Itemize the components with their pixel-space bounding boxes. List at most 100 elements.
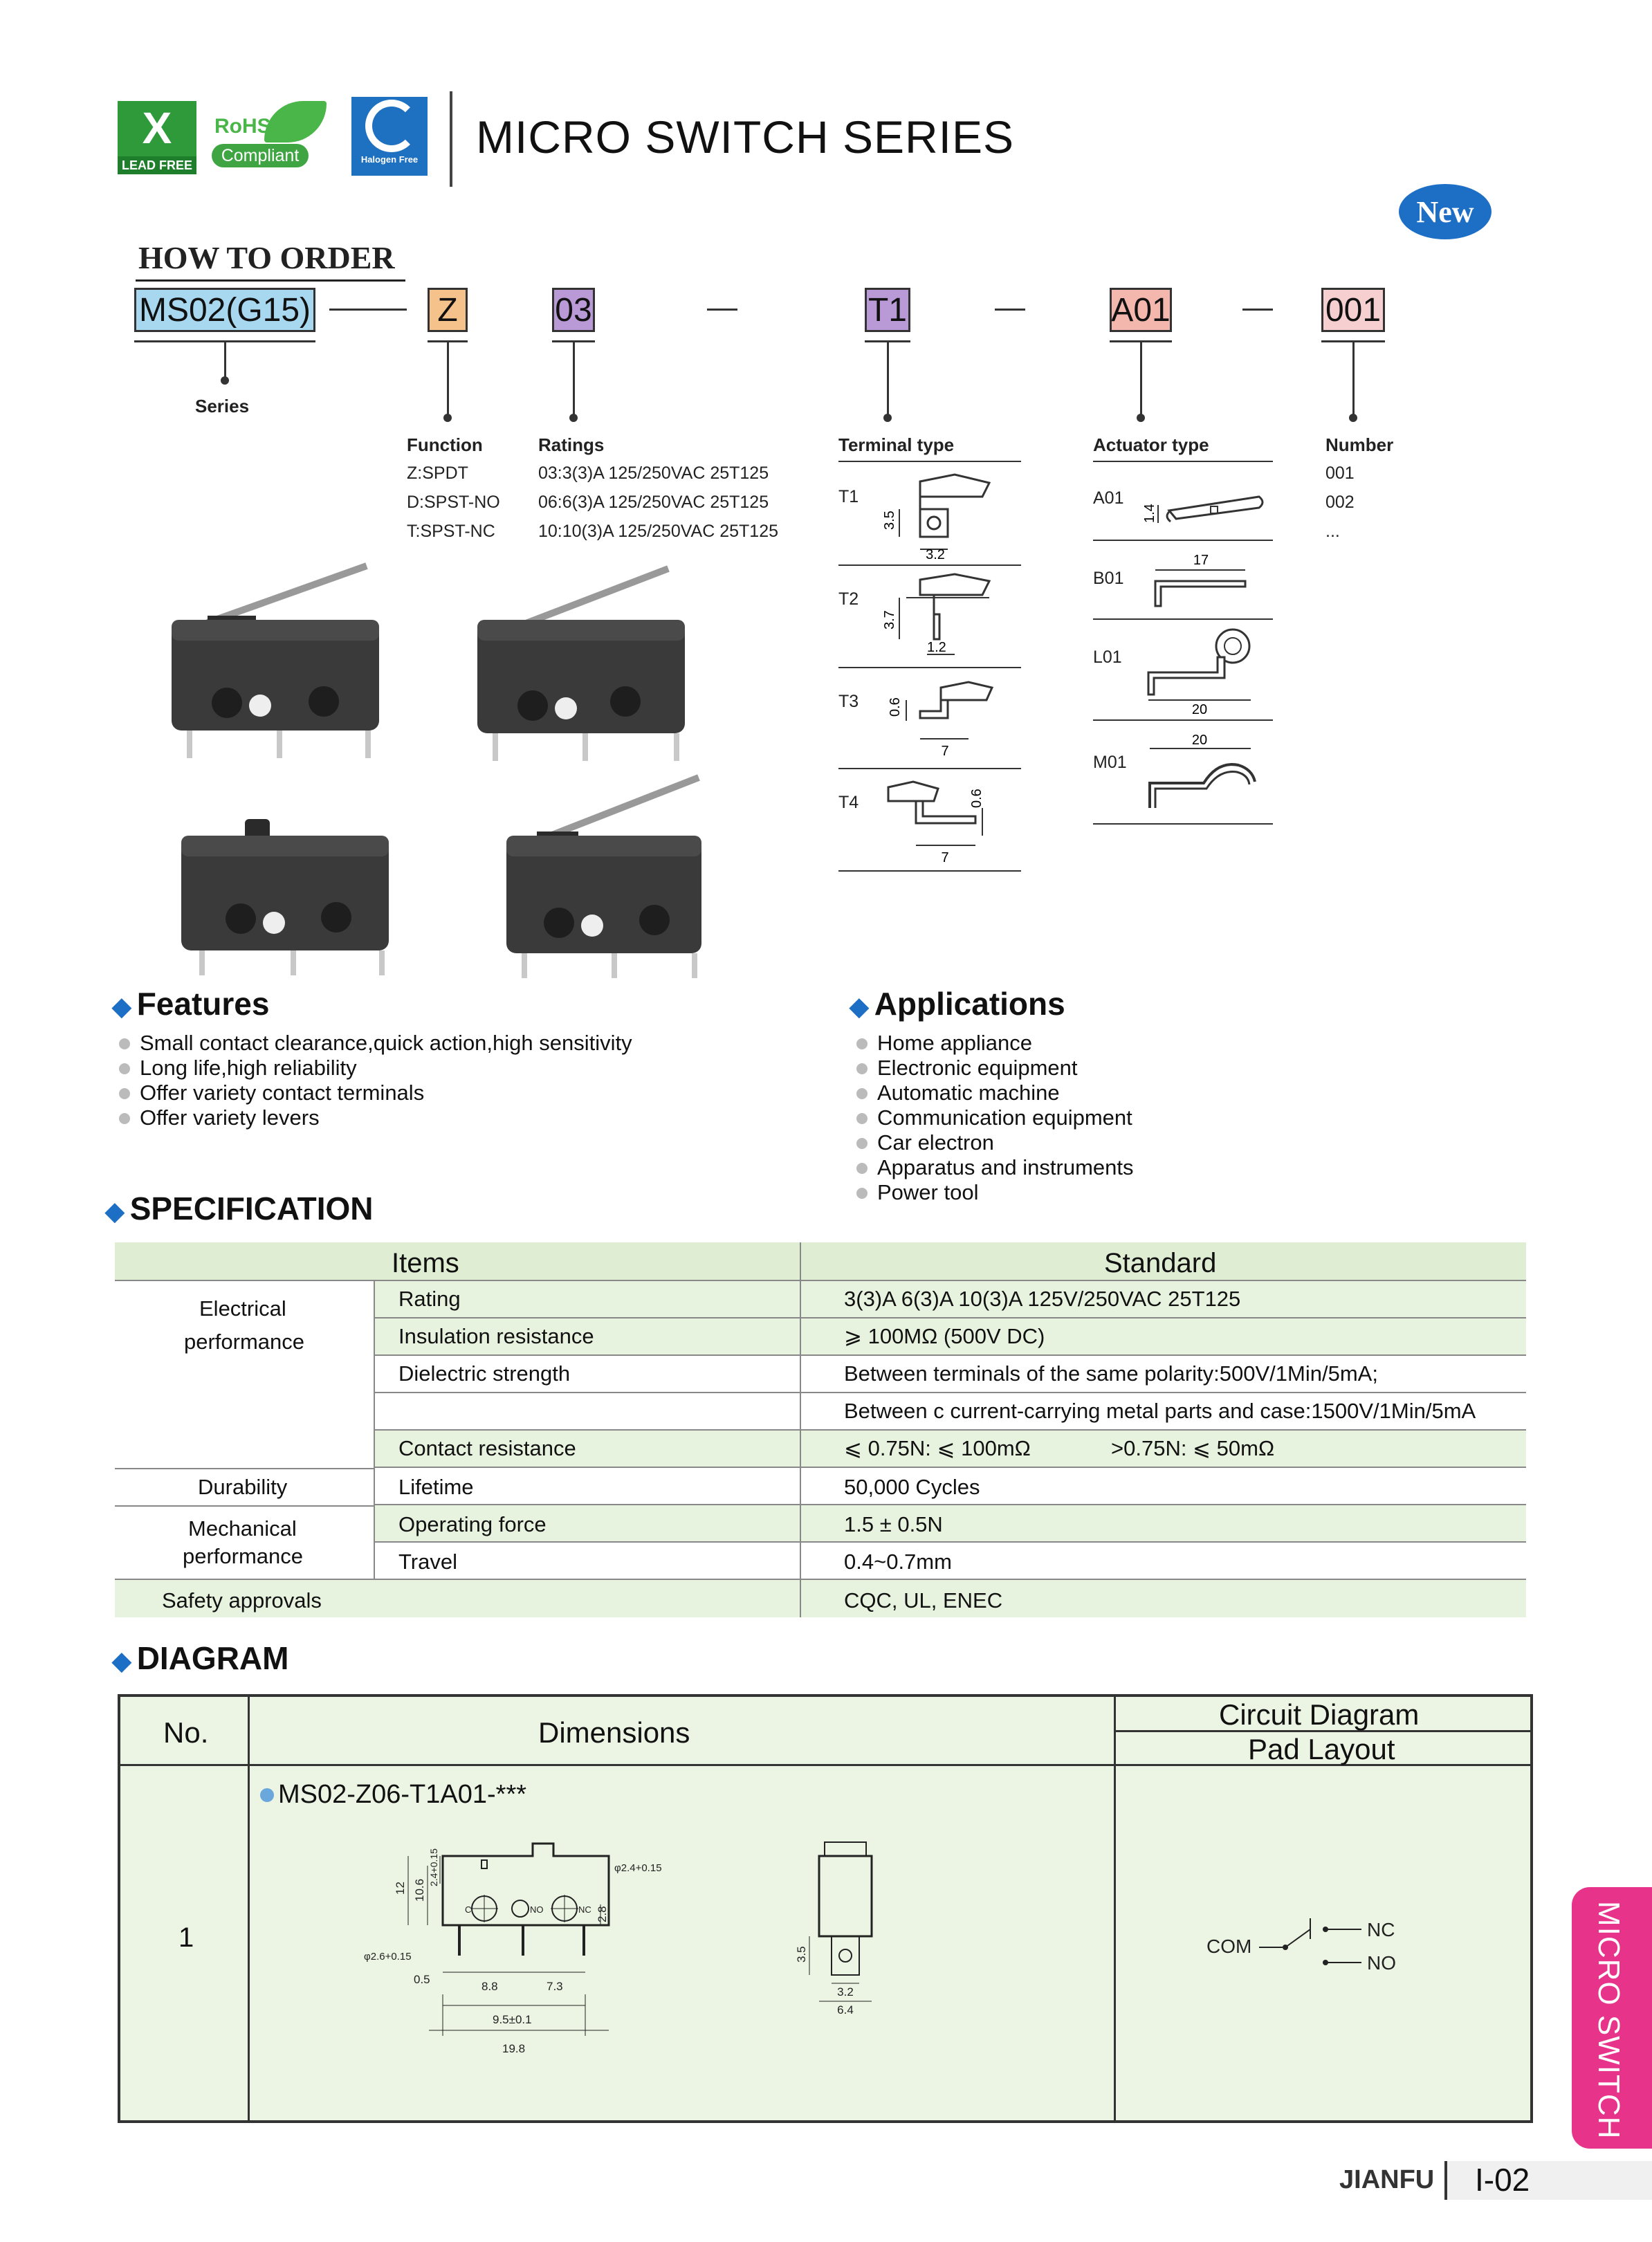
durability-group-label: Durability xyxy=(198,1475,288,1499)
mechanical-group-label: Mechanical xyxy=(188,1516,297,1541)
terminal-t3-drawing: 0.6 7 xyxy=(888,681,994,759)
standard-header: Standard xyxy=(1104,1248,1217,1278)
actuator-code: L01 xyxy=(1093,647,1122,667)
spec-value: CQC, UL, ENEC xyxy=(844,1588,1003,1612)
row-number: 1 xyxy=(178,1922,194,1953)
code-ratings: 03 xyxy=(552,288,595,332)
spec-value: >0.75N: ⩽ 50mΩ xyxy=(1111,1436,1275,1460)
leader-dot xyxy=(221,376,229,385)
dimension-label: 10.6 xyxy=(413,1879,426,1902)
terminal-dim: 0.6 xyxy=(969,789,984,808)
actuator-l01-drawing: 20 xyxy=(1147,628,1251,717)
terminal-rule xyxy=(838,870,1021,872)
applications-heading: ◆Applications xyxy=(850,985,1065,1022)
series-label: Series xyxy=(195,396,250,416)
ratings-leader xyxy=(573,340,575,416)
application-item: Car electron xyxy=(856,1130,994,1155)
application-item: Power tool xyxy=(856,1180,979,1204)
dimension-label: 2.4+0.15 xyxy=(428,1848,439,1886)
actuator-rule xyxy=(1093,823,1273,825)
dimension-label: 7.3 xyxy=(547,1980,563,1993)
product-photo xyxy=(181,819,389,975)
side-tab-label: MICRO SWITCH xyxy=(1592,1901,1626,2140)
nc-label: NC xyxy=(1367,1919,1395,1940)
part-number: MS02-Z06-T1A01-*** xyxy=(278,1780,527,1809)
terminal-dim: 7 xyxy=(941,850,948,865)
terminal-code: T1 xyxy=(838,487,859,506)
how-to-order-heading: HOW TO ORDER xyxy=(138,240,395,275)
spec-item: Rating xyxy=(398,1287,461,1311)
rating-option: 03:3(3)A 125/250VAC 25T125 xyxy=(538,463,769,483)
actuator-rule xyxy=(1093,461,1273,462)
leader-dot xyxy=(1137,414,1145,422)
code-series: MS02(G15) xyxy=(134,288,315,332)
brand-name: JIANFU xyxy=(1339,2165,1435,2194)
actuator-rule xyxy=(1093,719,1273,721)
spec-item: Insulation resistance xyxy=(398,1324,594,1348)
diagram-title: DIAGRAM xyxy=(136,1640,289,1676)
header-divider xyxy=(450,91,452,187)
order-dash xyxy=(329,309,407,311)
pin-label: NC xyxy=(578,1904,591,1915)
spec-item: Operating force xyxy=(398,1512,547,1536)
spec-item: Dielectric strength xyxy=(398,1361,571,1386)
items-header: Items xyxy=(392,1248,459,1278)
spec-value: ⩾ 100MΩ (500V DC) xyxy=(844,1324,1045,1348)
diamond-icon: ◆ xyxy=(105,1197,125,1225)
diagram-header-row xyxy=(120,1697,1530,1766)
function-option: Z:SPDT xyxy=(407,463,468,483)
no-column-divider xyxy=(248,1697,250,2120)
terminal-rule xyxy=(838,667,1021,668)
actuator-dim: 1.4 xyxy=(1142,504,1157,523)
application-item: Apparatus and instruments xyxy=(856,1155,1134,1179)
leader-dot xyxy=(569,414,578,422)
dimension-label: 8.8 xyxy=(481,1980,498,1993)
actuator-type-label: Actuator type xyxy=(1093,434,1209,455)
pad-layout-header: Pad Layout xyxy=(1248,1733,1395,1765)
terminal-rule xyxy=(838,564,1021,566)
electrical-group-label: Electrical xyxy=(199,1296,286,1321)
section-side-tab: MICRO SWITCH xyxy=(1572,1887,1652,2149)
terminal-dim: 1.2 xyxy=(927,640,946,655)
dimension-label: 9.5±0.1 xyxy=(493,2013,532,2026)
com-label: COM xyxy=(1206,1936,1251,1957)
pin-label: NO xyxy=(530,1904,544,1915)
pin-label: C xyxy=(465,1904,471,1915)
function-option: D:SPST-NO xyxy=(407,493,500,512)
applications-title: Applications xyxy=(874,986,1065,1022)
feature-item: Offer variety levers xyxy=(119,1105,320,1130)
order-dash xyxy=(1242,309,1273,311)
circuit-diagram: COM NC NO xyxy=(1206,1918,1396,1974)
actuator-rule xyxy=(1093,540,1273,541)
order-dash xyxy=(707,309,737,311)
dimension-label: 19.8 xyxy=(502,2042,525,2055)
dimension-label: 0.5 xyxy=(414,1973,430,1986)
spec-value: 0.4~0.7mm xyxy=(844,1550,952,1574)
actuator-a01-drawing: 1.4 xyxy=(1142,495,1264,523)
spec-item: Contact resistance xyxy=(398,1436,576,1460)
new-badge: New xyxy=(1399,184,1492,239)
application-item: Home appliance xyxy=(856,1031,1033,1055)
number-label: Number xyxy=(1325,434,1394,455)
actuator-m01-drawing: 20 xyxy=(1148,733,1256,808)
page-title: MICRO SWITCH SERIES xyxy=(476,111,1015,163)
terminal-type-label: Terminal type xyxy=(838,434,955,455)
spec-item: Travel xyxy=(398,1550,457,1574)
spec-value: Between terminals of the same polarity:5… xyxy=(844,1361,1378,1386)
dimension-label: 3.5 xyxy=(795,1946,808,1963)
application-item: Electronic equipment xyxy=(856,1056,1078,1080)
terminal-dim: 3.7 xyxy=(882,610,897,630)
side-dimension-drawing: 3.5 3.2 6.4 xyxy=(795,1841,873,2016)
page-number: I-02 xyxy=(1444,2161,1652,2200)
feature-item: Offer variety contact terminals xyxy=(118,1081,425,1105)
feature-item: Long life,high reliability xyxy=(119,1056,357,1080)
dimension-label: φ2.6+0.15 xyxy=(364,1951,412,1963)
electrical-group-label: performance xyxy=(184,1330,305,1354)
application-item: Communication equipment xyxy=(856,1105,1132,1130)
rohs-logo: RoHS Compliant xyxy=(208,101,343,170)
electrical-group-cell xyxy=(115,1281,375,1469)
actuator-b01-drawing: 17 xyxy=(1154,553,1247,607)
product-photo xyxy=(506,774,701,978)
dimension-label: φ2.4+0.15 xyxy=(614,1862,662,1874)
code-number: 001 xyxy=(1321,288,1385,332)
